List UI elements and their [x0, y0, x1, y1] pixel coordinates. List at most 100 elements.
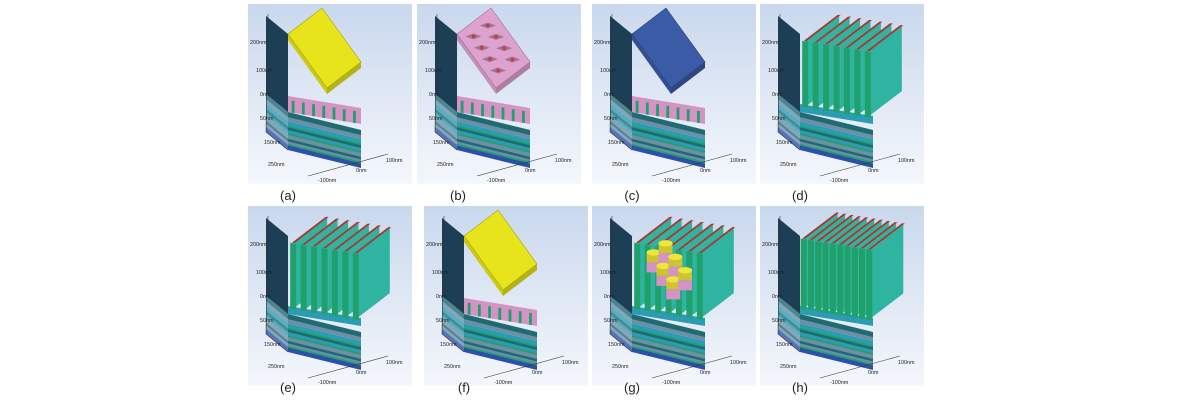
red-marker	[496, 68, 500, 72]
layer-band-side	[442, 318, 464, 341]
fin-tooth	[488, 306, 491, 319]
layer-band-front	[800, 346, 873, 370]
axis-line	[609, 13, 633, 151]
fin-tooth	[342, 109, 346, 122]
axis-tick-label: 100nm	[600, 270, 617, 276]
axis-tick-label: 0nm	[532, 370, 543, 376]
layer-band-side	[610, 94, 632, 118]
axis-tick-label: 100nm	[256, 270, 273, 276]
layer-band-front	[632, 138, 705, 160]
layer-band-front	[457, 117, 530, 140]
axis-tick-label: 200nm	[419, 40, 436, 46]
layer-line	[287, 133, 362, 153]
layer-band-side	[435, 99, 457, 122]
layer-band-front	[800, 340, 873, 362]
layer-band-side	[610, 123, 632, 145]
layer-line	[631, 327, 706, 348]
cap-edge	[496, 62, 530, 94]
layer-band-side	[266, 126, 288, 150]
axis-tick-label: 0nm	[868, 168, 879, 174]
axis-tick-label: 100nm	[555, 158, 572, 164]
axis-tick-label: -100nm	[318, 178, 337, 184]
fin-tooth	[501, 107, 505, 120]
layer-band-side	[778, 322, 800, 344]
layer-band-front	[632, 144, 705, 168]
layer-band-front	[800, 336, 873, 359]
axis-tick-label: 0nm	[700, 370, 711, 376]
layer-band-front	[288, 332, 361, 354]
axis-tick-label: 0nm	[604, 92, 615, 98]
axis-tick-label: 100nm	[898, 158, 915, 164]
panel-caption: (h)	[792, 380, 808, 395]
axis-tick-label: 0nm	[356, 168, 367, 174]
layer-band-front	[632, 323, 705, 347]
axis-line	[476, 153, 558, 177]
axis-line	[777, 13, 801, 151]
axis-tick-label: 0nm	[772, 294, 783, 300]
fin-front	[843, 47, 850, 115]
axis-line	[307, 355, 389, 379]
layer-band-side	[610, 103, 632, 127]
layer-band-side	[610, 325, 632, 347]
fin-tooth	[518, 311, 522, 324]
cap-top	[457, 8, 530, 88]
axis-tick-label: 50nm	[604, 318, 618, 324]
layer-band-front	[288, 340, 361, 362]
layer-line	[799, 335, 874, 355]
panel-caption: (f)	[457, 380, 471, 395]
cap-top	[632, 8, 705, 88]
layer-band-side	[778, 318, 800, 341]
layer-band-front	[800, 112, 873, 136]
cap-edge	[632, 34, 671, 94]
panel-render: 200nm100nm0nm50nm150nm250nm-100nm0nm100n…	[250, 7, 403, 184]
layer-band-side	[435, 94, 457, 118]
fin-front	[864, 51, 871, 119]
panel-render: 200nm100nm0nm50nm150nm250nm-100nm0nm100n…	[250, 215, 403, 386]
fin-tooth	[322, 105, 326, 118]
cap-top	[288, 8, 361, 88]
layer-band-front	[457, 134, 530, 157]
axis-line	[307, 153, 389, 177]
fin-tooth	[353, 110, 356, 123]
panel-render: 200nm100nm0nm50nm150nm250nm-100nm0nm100n…	[419, 7, 572, 184]
layer-band-front	[464, 323, 537, 347]
fin-front	[833, 46, 840, 113]
layer-band-front	[800, 323, 873, 347]
red-marker	[488, 57, 492, 61]
layer-band-side	[610, 328, 632, 352]
layer-band-side	[266, 120, 288, 142]
axis-tick-label: 50nm	[429, 116, 443, 122]
layer-band-side	[442, 322, 464, 344]
axis-line	[651, 153, 733, 177]
layer-band-front	[457, 130, 530, 152]
layer-band-side	[442, 301, 464, 324]
layer-band-front	[457, 126, 530, 149]
layer-band-front	[288, 319, 361, 342]
layer-band-front	[288, 117, 361, 140]
fin-tooth	[522, 110, 525, 123]
layer-band-side	[266, 305, 288, 329]
layer-band-side	[266, 296, 288, 320]
fin-front	[352, 253, 359, 321]
layer-band-front	[288, 126, 361, 149]
layer-line	[799, 345, 874, 366]
panel-render: 200nm100nm0nm50nm150nm250nm-100nm0nm100n…	[762, 212, 915, 386]
fin-tooth	[666, 105, 670, 118]
layer-band-side	[442, 314, 464, 336]
layer-band-side	[778, 94, 800, 118]
cap-edge	[327, 62, 361, 94]
axis-tick-label: 200nm	[594, 40, 611, 46]
fin-tooth	[460, 100, 464, 113]
layer-band-side	[778, 305, 800, 329]
axis-tick-label: -100nm	[318, 380, 337, 386]
layer-band-side	[266, 301, 288, 324]
fin-front	[800, 238, 807, 310]
layer-line	[799, 143, 874, 164]
axis-tick-label: 250nm	[268, 364, 285, 370]
layer-line	[287, 335, 362, 355]
layer-line	[631, 133, 706, 153]
axis-tick-label: 0nm	[772, 92, 783, 98]
